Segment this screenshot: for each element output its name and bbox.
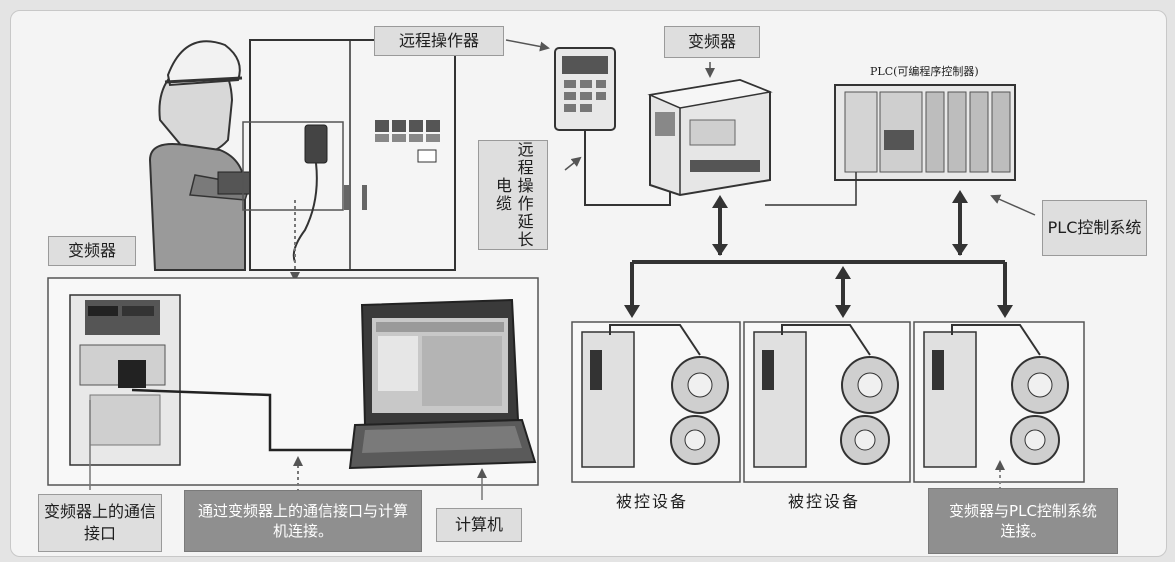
- network-bus: [630, 195, 1007, 312]
- device-1-illustration: [581, 324, 729, 468]
- controlled-device-boxes: [571, 321, 1085, 483]
- label-remote-cable: 远程操作延长电缆: [478, 140, 548, 250]
- device-3-illustration: [923, 324, 1069, 468]
- label-inverter-left: 变频器: [48, 236, 136, 266]
- laptop-illustration: [348, 298, 537, 470]
- plc-illustration: [765, 84, 1016, 206]
- device-2-illustration: [753, 324, 899, 468]
- label-connect-pc: 通过变频器上的通信接口与计算机连接。: [184, 490, 422, 552]
- remote-operator-illustration: [554, 47, 671, 206]
- control-cabinet: [242, 39, 456, 271]
- label-connect-plc: 变频器与PLC控制系统连接。: [928, 488, 1118, 554]
- inverter-top-illustration: [647, 78, 773, 197]
- label-computer: 计算机: [436, 508, 522, 542]
- caption-device-1: 被控设备: [616, 492, 689, 511]
- label-inverter-top: 变频器: [664, 26, 760, 58]
- label-inverter-port: 变频器上的通信接口: [38, 494, 162, 552]
- label-remote-operator: 远程操作器: [374, 26, 504, 56]
- caption-device-2: 被控设备: [788, 492, 861, 511]
- inverter-illustration: [69, 294, 360, 466]
- technician-illustration: [148, 40, 253, 271]
- label-plc: PLC(可编程序控制器): [870, 65, 979, 78]
- label-plc-system: PLC控制系统: [1042, 200, 1147, 256]
